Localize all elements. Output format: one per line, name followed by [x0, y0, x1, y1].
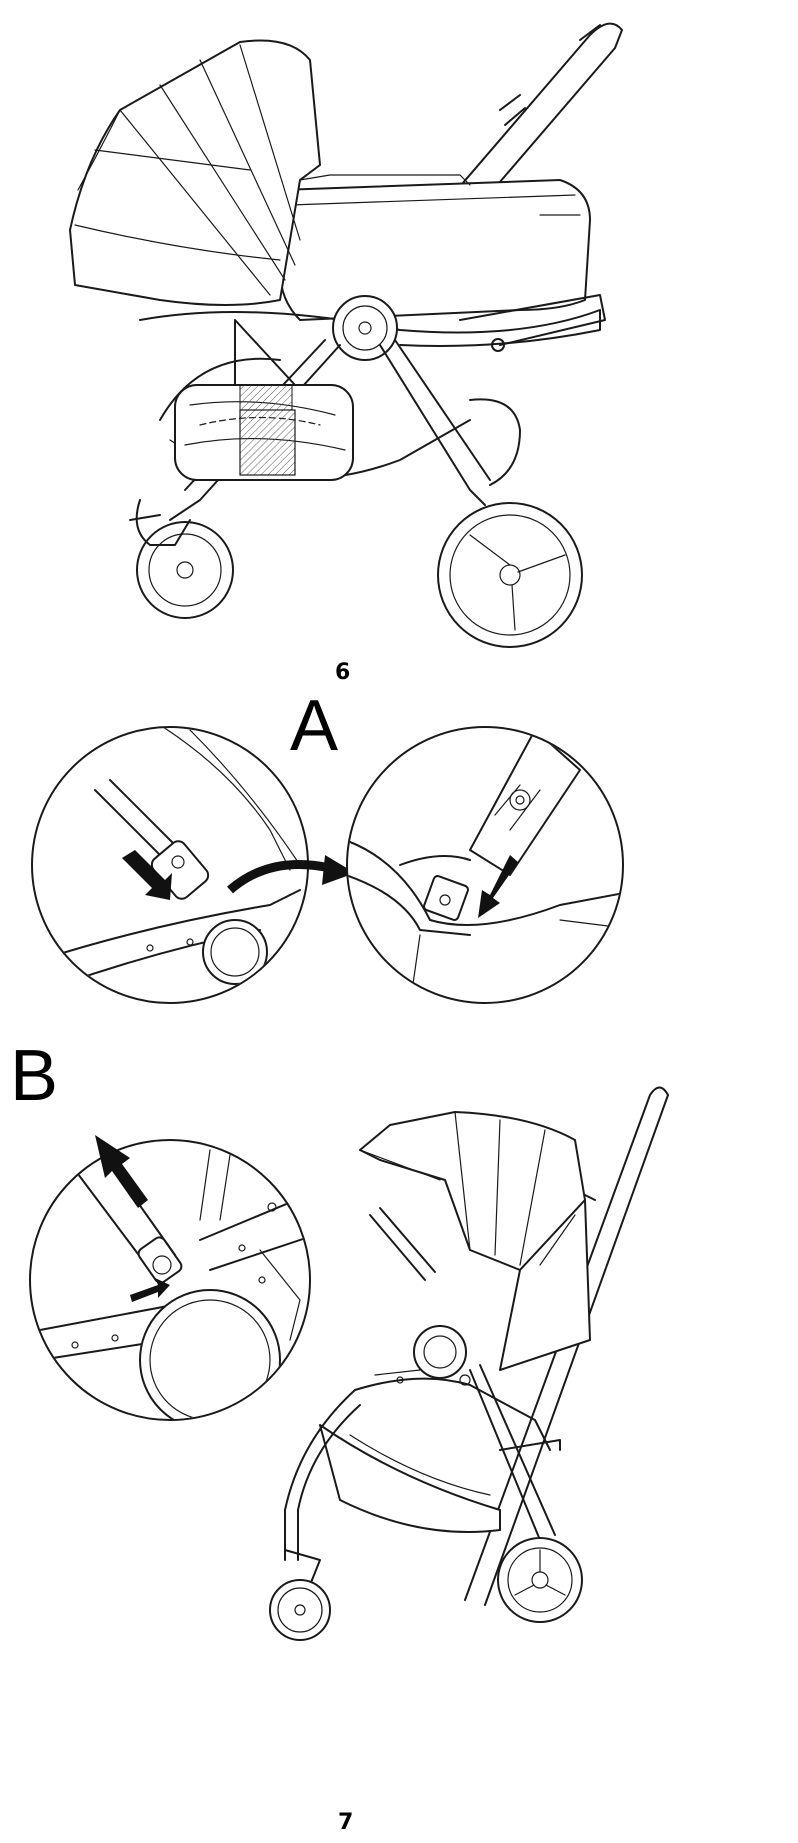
stroller-carrycot-illustration — [69, 22, 623, 648]
step-number-6: 6 — [335, 660, 351, 685]
figure-step-6: 6 — [0, 0, 798, 685]
section-letter-a: A — [290, 686, 339, 766]
adapter-insertion-illustration — [31, 726, 624, 1004]
section-letter-b: B — [10, 1036, 59, 1116]
figure-section-a: A — [0, 690, 798, 1010]
figure-section-b: B — [0, 1040, 798, 1843]
step-number-7: 7 — [338, 1810, 354, 1835]
stroller-seat-illustration — [29, 1086, 669, 1641]
